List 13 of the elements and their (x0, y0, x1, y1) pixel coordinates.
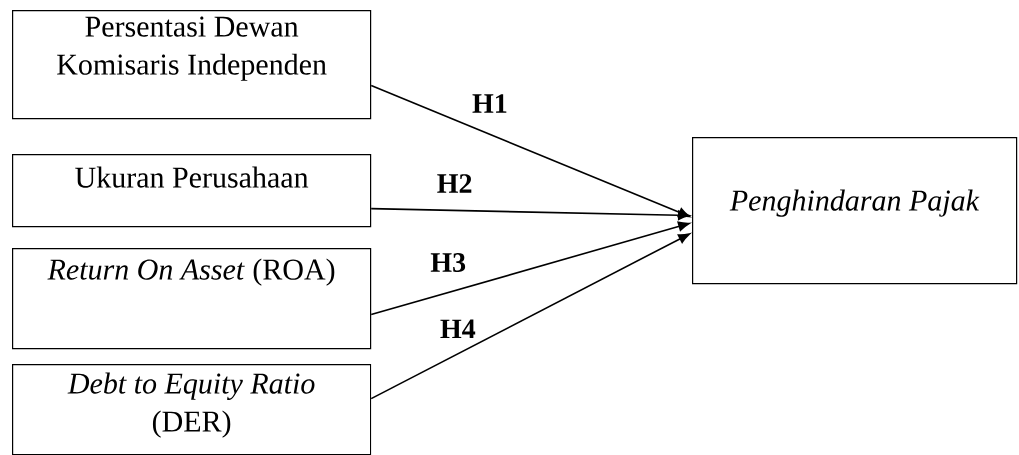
arrow (370, 233, 690, 400)
variable-box: Return On Asset (ROA) (12, 248, 372, 350)
edge-label: H1 (471, 93, 509, 114)
arrow (370, 84, 690, 218)
arrow (370, 207, 690, 221)
variable-box: Persentasi Dewan Komisaris Independen (12, 10, 372, 120)
edge-label: H2 (435, 173, 474, 194)
edge-label: H3 (429, 252, 468, 273)
variable-box: Penghindaran Pajak (692, 137, 1018, 285)
variable-box: Debt to Equity Ratio (DER) (12, 364, 372, 455)
arrow (370, 221, 690, 316)
edge-label: H4 (438, 318, 477, 339)
variable-box: Ukuran Perusahaan (12, 154, 372, 228)
